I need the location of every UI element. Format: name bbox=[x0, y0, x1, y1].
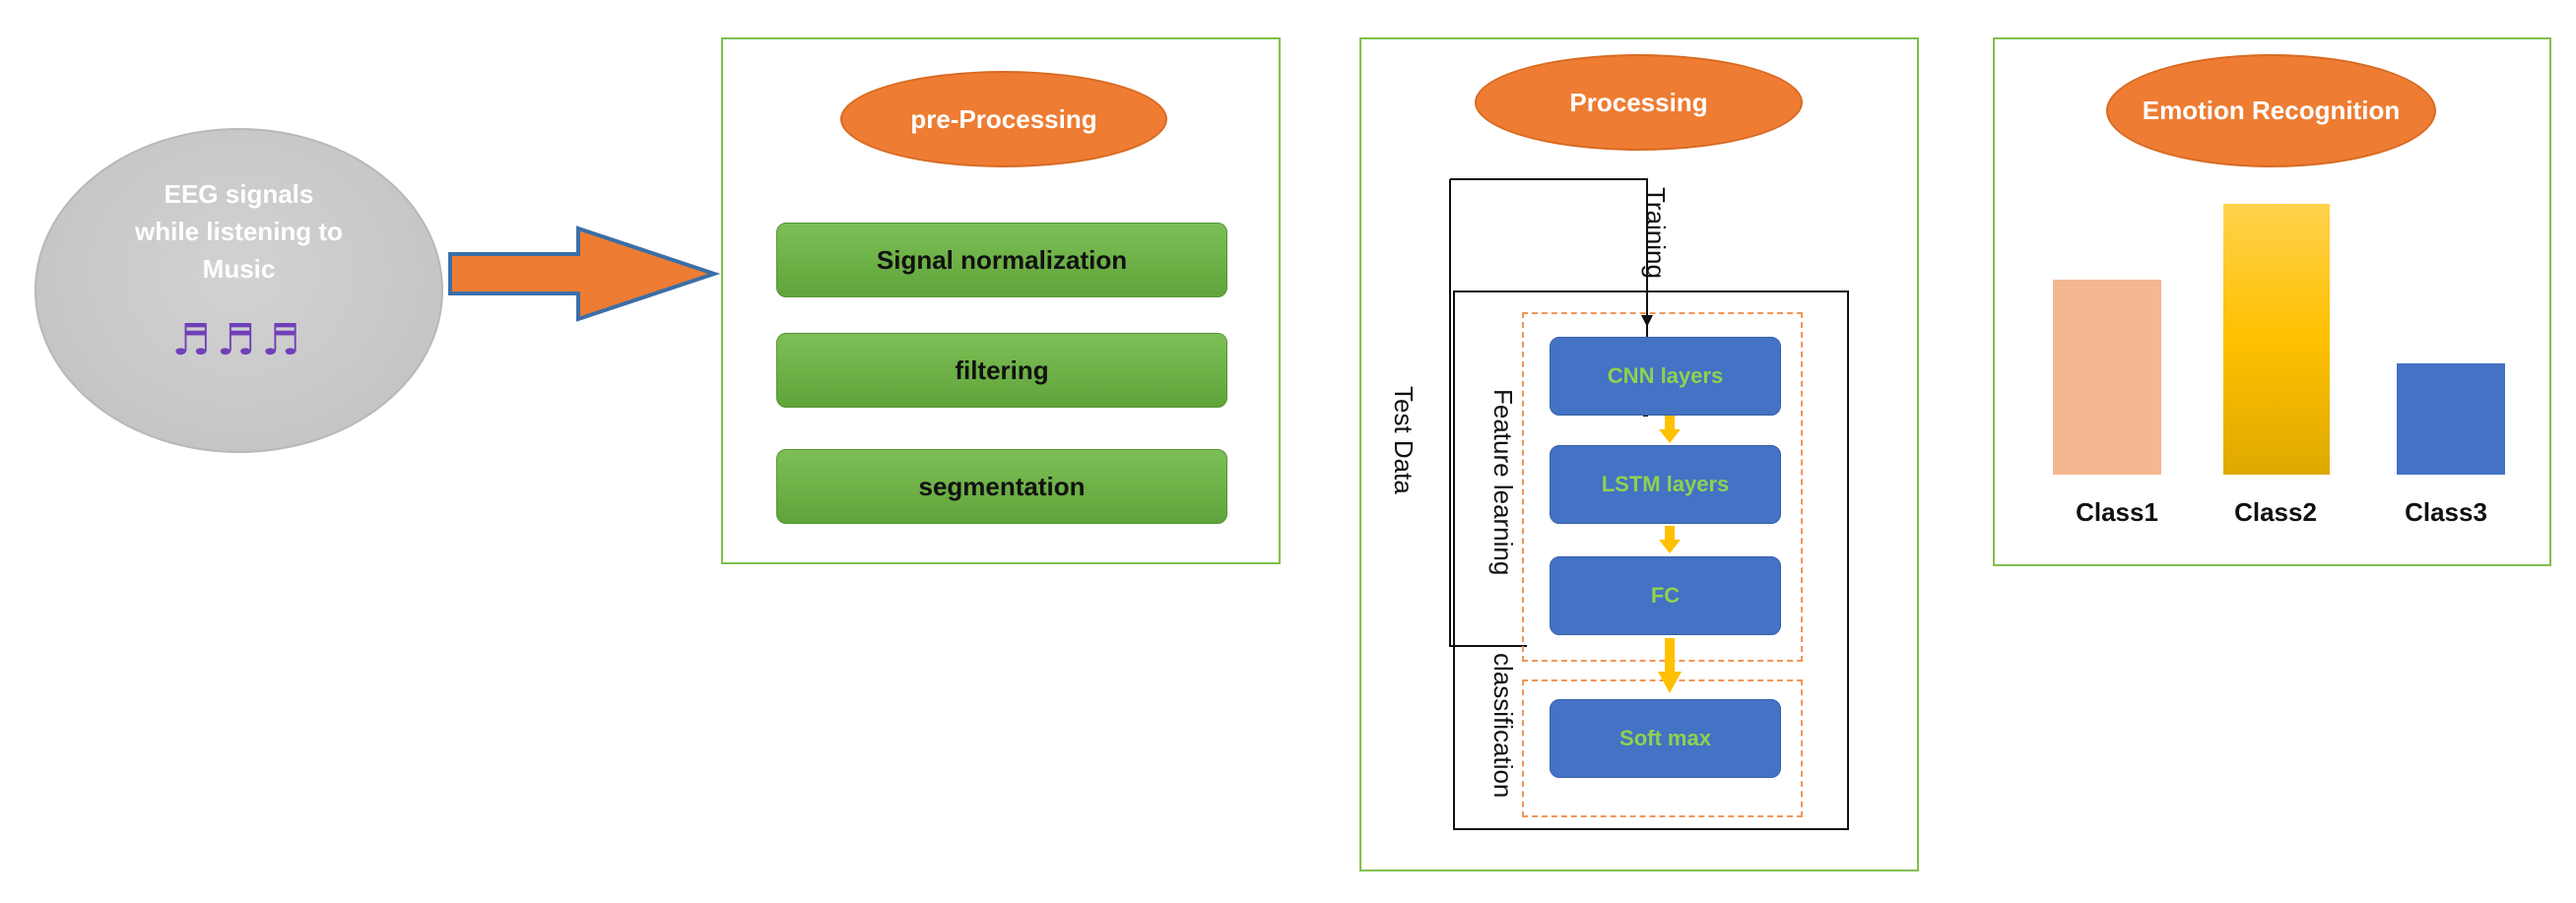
processing-title: Processing bbox=[1475, 54, 1803, 151]
cnn-layers-box: CNN layers bbox=[1550, 337, 1781, 416]
step-signal-normalization: Signal normalization bbox=[776, 223, 1227, 297]
feature-learning-group bbox=[1522, 312, 1803, 662]
class3-bar bbox=[2397, 363, 2505, 475]
emotion-bars bbox=[2053, 204, 2505, 475]
eeg-line-3: Music bbox=[202, 254, 276, 284]
class3-label: Class3 bbox=[2405, 497, 2487, 527]
feature-learning-label: Feature learning bbox=[1488, 389, 1518, 576]
model-box bbox=[1453, 290, 1849, 830]
softmax-box: Soft max bbox=[1550, 699, 1781, 778]
training-feedback-lines bbox=[1449, 178, 1653, 647]
eeg-line-2: while listening to bbox=[135, 217, 343, 246]
flow-arrow bbox=[448, 226, 721, 322]
class1-label: Class1 bbox=[2076, 497, 2158, 527]
class2-bar bbox=[2223, 204, 2330, 475]
music-note-icon: ♬♬♬ bbox=[171, 315, 306, 365]
test-data-label: Test Data bbox=[1389, 386, 1419, 494]
emotion-title: Emotion Recognition bbox=[2106, 54, 2436, 167]
training-label: Training bbox=[1641, 187, 1671, 279]
step-segmentation: segmentation bbox=[776, 449, 1227, 524]
step-filtering: filtering bbox=[776, 333, 1227, 408]
lstm-layers-box: LSTM layers bbox=[1550, 445, 1781, 524]
fc-box: FC bbox=[1550, 556, 1781, 635]
eeg-source-circle bbox=[34, 128, 443, 453]
eeg-line-1: EEG signals bbox=[164, 179, 314, 209]
preprocessing-title: pre-Processing bbox=[840, 71, 1167, 167]
layer-flow-arrows bbox=[1658, 416, 1682, 693]
classification-label: classification bbox=[1488, 653, 1518, 799]
classification-group bbox=[1522, 679, 1803, 817]
class2-label: Class2 bbox=[2234, 497, 2317, 527]
eeg-source-label: EEG signals while listening to Music bbox=[34, 175, 443, 288]
class1-bar bbox=[2053, 280, 2161, 475]
